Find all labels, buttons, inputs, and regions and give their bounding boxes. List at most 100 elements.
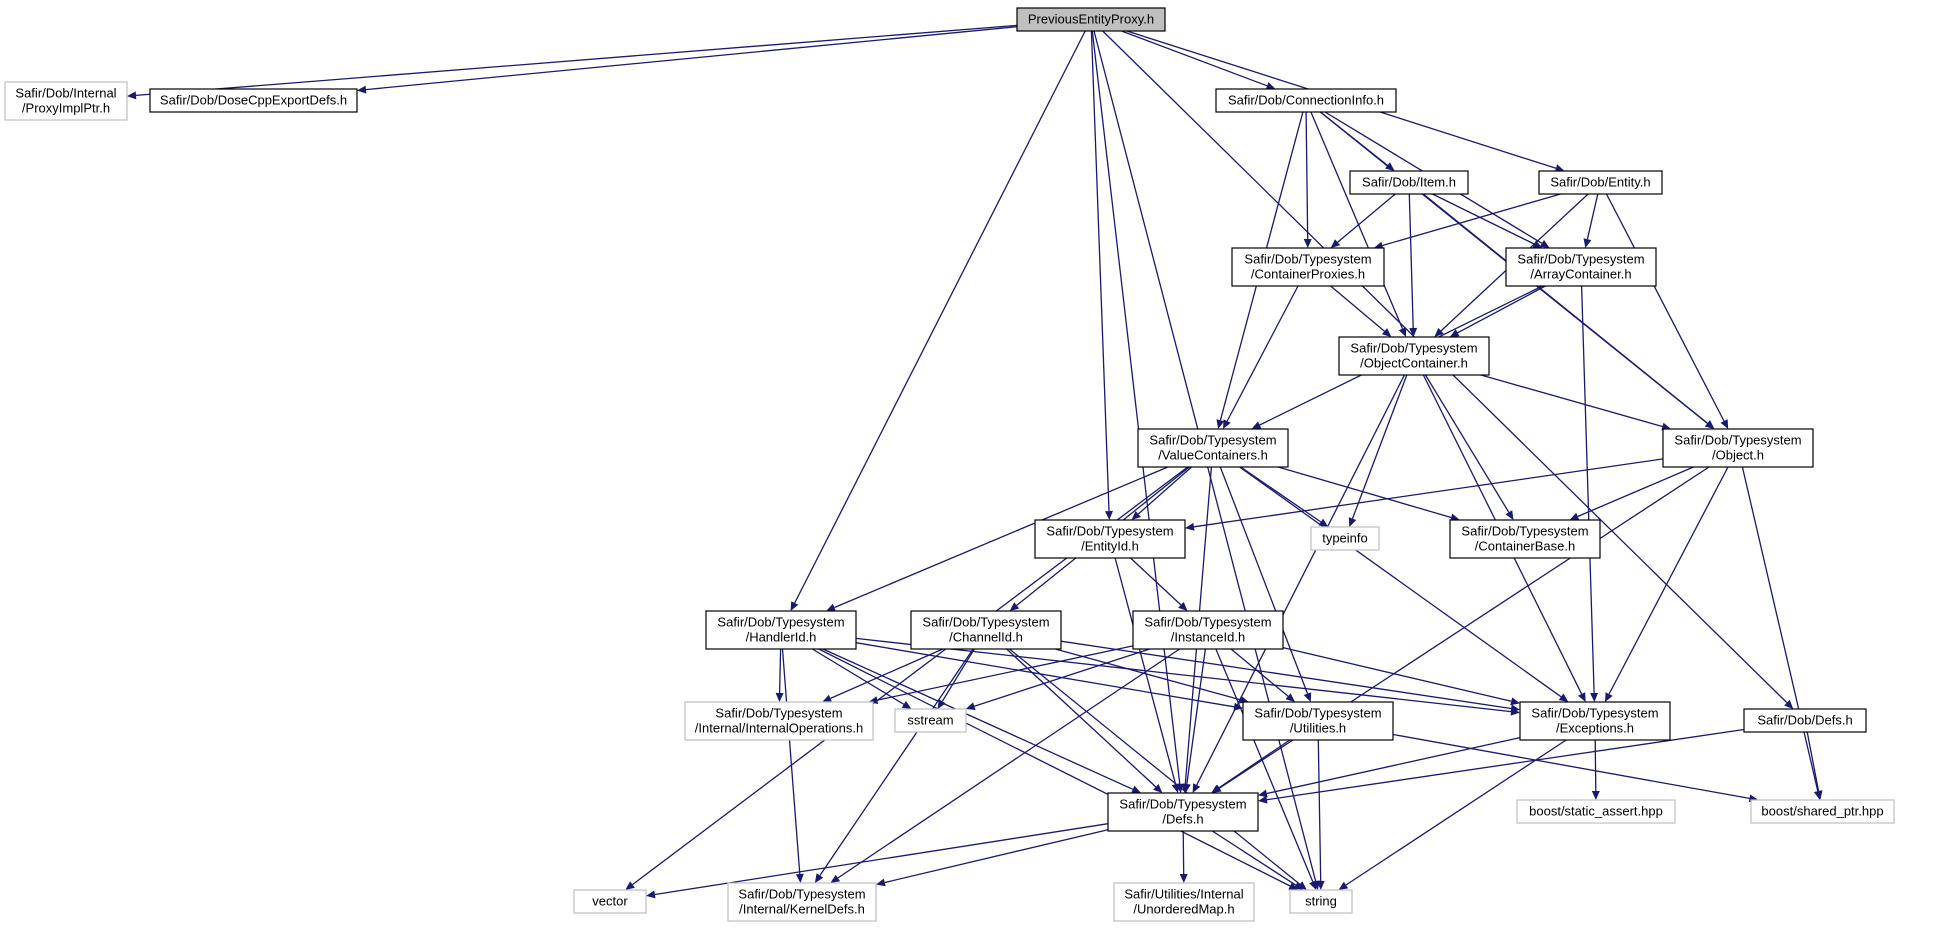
- node-box-item: [1349, 170, 1469, 195]
- node-box-vector: [573, 889, 647, 914]
- node-conninfo[interactable]: Safir/Dob/ConnectionInfo.h: [1215, 88, 1397, 113]
- node-label-dobdefs-0: Safir/Dob/Defs.h: [1757, 713, 1852, 728]
- node-label-instanceid-0: Safir/Dob/Typesystem: [1144, 615, 1271, 630]
- arrowhead-item-to-arraycont: [1532, 240, 1543, 248]
- arrowhead-contproxies-to-valcont: [1223, 419, 1231, 429]
- node-label-exceptions-0: Safir/Dob/Typesystem: [1531, 706, 1658, 721]
- edge-tsdefs-to-unorderedmap: [1182, 830, 1185, 875]
- node-label-sharedptr-0: boost/shared_ptr.hpp: [1761, 804, 1883, 819]
- node-intops: Safir/Dob/Typesystem/Internal/InternalOp…: [684, 701, 874, 741]
- node-contproxies[interactable]: Safir/Dob/Typesystem/ContainerProxies.h: [1231, 247, 1385, 287]
- edge-entityid-to-instanceid: [1130, 557, 1182, 606]
- node-box-channelid: [910, 610, 1062, 650]
- arrowhead-dobdefs-to-tsdefs: [1258, 795, 1268, 804]
- arrowhead-entity-to-arraycont: [1583, 238, 1592, 248]
- arrowhead-arraycont-to-valcont: [1251, 421, 1262, 429]
- arrowhead-valcont-to-typeinfo: [1318, 518, 1329, 527]
- edge-dobdefs-to-tsdefs: [1266, 728, 1745, 801]
- node-dobdefs[interactable]: Safir/Dob/Defs.h: [1743, 708, 1867, 733]
- edge-handlerid-to-intops: [778, 648, 782, 694]
- node-box-contproxies: [1231, 247, 1385, 287]
- arrowhead-tsdefs-to-vector: [646, 890, 656, 899]
- arrowhead-valcont-to-handlerid: [826, 603, 836, 612]
- node-label-instanceid-1: /InstanceId.h: [1171, 630, 1245, 645]
- node-entityid[interactable]: Safir/Dob/Typesystem/EntityId.h: [1034, 519, 1186, 559]
- node-dosecpp[interactable]: Safir/Dob/DoseCppExportDefs.h: [149, 88, 358, 113]
- edge-object-to-sharedptr: [1741, 466, 1819, 792]
- edge-conninfo-to-contproxies: [1305, 111, 1309, 240]
- node-item[interactable]: Safir/Dob/Item.h: [1349, 170, 1469, 195]
- arrowhead-instanceid-to-utilities: [1285, 693, 1295, 702]
- arrowhead-conninfo-to-valcont: [1216, 419, 1225, 429]
- arrowhead-channelid-to-intops: [822, 694, 833, 702]
- arrowhead-conninfo-to-objcont: [1398, 327, 1407, 337]
- arrowhead-object-to-exceptions: [1605, 692, 1613, 702]
- node-label-objcont-1: /ObjectContainer.h: [1360, 356, 1468, 371]
- edge-root-to-entityid: [1090, 30, 1110, 512]
- arrowhead-root-to-dosecpp: [357, 85, 367, 94]
- node-utilities[interactable]: Safir/Dob/Typesystem/Utilities.h: [1242, 701, 1394, 741]
- node-entity[interactable]: Safir/Dob/Entity.h: [1538, 170, 1663, 195]
- edges-layer: [127, 24, 1823, 899]
- node-label-proxyimpl-0: Safir/Dob/Internal: [15, 86, 116, 101]
- edge-exceptions-to-string: [1345, 739, 1567, 886]
- edge-handlerid-to-tsdefs: [822, 648, 1134, 790]
- arrowhead-root-to-conninfo: [1265, 82, 1276, 90]
- node-root[interactable]: PreviousEntityProxy.h: [1016, 7, 1166, 32]
- node-label-exceptions-1: /Exceptions.h: [1556, 721, 1634, 736]
- node-label-handlerid-1: /HandlerId.h: [746, 630, 817, 645]
- node-label-contproxies-1: /ContainerProxies.h: [1251, 267, 1365, 282]
- node-handlerid[interactable]: Safir/Dob/Typesystem/HandlerId.h: [705, 610, 857, 650]
- arrowhead-valcont-to-channelid: [1009, 602, 1020, 611]
- node-channelid[interactable]: Safir/Dob/Typesystem/ChannelId.h: [910, 610, 1062, 650]
- node-contbase[interactable]: Safir/Dob/Typesystem/ContainerBase.h: [1449, 519, 1601, 559]
- edge-instanceid-to-tsdefs: [1186, 648, 1207, 785]
- node-label-string-0: string: [1305, 894, 1337, 909]
- node-tsdefs[interactable]: Safir/Dob/Typesystem/Defs.h: [1107, 792, 1259, 832]
- node-label-intops-0: Safir/Dob/Typesystem: [715, 706, 842, 721]
- node-arraycont[interactable]: Safir/Dob/Typesystem/ArrayContainer.h: [1505, 247, 1657, 287]
- node-box-root: [1016, 7, 1166, 32]
- edge-valcont-to-typeinfo: [1240, 466, 1322, 523]
- edge-exceptions-to-staticassert: [1594, 739, 1597, 792]
- node-label-unorderedmap-0: Safir/Utilities/Internal: [1124, 887, 1243, 902]
- node-exceptions[interactable]: Safir/Dob/Typesystem/Exceptions.h: [1519, 701, 1671, 741]
- node-label-arraycont-1: /ArrayContainer.h: [1530, 267, 1631, 282]
- node-valcont[interactable]: Safir/Dob/Typesystem/ValueContainers.h: [1137, 428, 1289, 468]
- edge-objcont-to-contbase: [1424, 374, 1510, 513]
- node-sstream: sstream: [894, 708, 967, 733]
- node-typeinfo: typeinfo: [1310, 526, 1380, 551]
- edge-contproxies-to-valcont: [1226, 285, 1299, 422]
- node-label-valcont-1: /ValueContainers.h: [1158, 448, 1268, 463]
- node-label-vector-0: vector: [592, 894, 628, 909]
- node-object[interactable]: Safir/Dob/Typesystem/Object.h: [1662, 428, 1814, 468]
- node-label-entityid-1: /EntityId.h: [1081, 539, 1139, 554]
- arrowhead-exceptions-to-tsdefs: [1258, 789, 1268, 798]
- arrowhead-handlerid-to-tsdefs: [1131, 785, 1141, 793]
- arrowhead-object-to-contbase: [1569, 512, 1580, 521]
- arrowhead-dobdefs-to-sharedptr: [1814, 790, 1823, 800]
- arrowhead-objcont-to-tsdefs: [1192, 783, 1201, 793]
- arrowhead-item-to-object: [1704, 420, 1715, 429]
- edge-object-to-entityid: [1193, 458, 1664, 528]
- edge-item-to-objcont: [1408, 193, 1414, 329]
- node-box-objcont: [1338, 336, 1490, 376]
- arrowhead-exceptions-to-staticassert: [1591, 791, 1600, 800]
- edge-channelid-to-kerneldefs: [819, 648, 974, 876]
- edge-entity-to-object: [1605, 193, 1725, 422]
- node-instanceid[interactable]: Safir/Dob/Typesystem/InstanceId.h: [1132, 610, 1284, 650]
- arrowhead-tsdefs-to-kerneldefs: [876, 878, 886, 887]
- arrowhead-utilities-to-string: [1316, 880, 1325, 890]
- node-box-kerneldefs: [727, 882, 877, 922]
- edge-item-to-object: [1422, 193, 1708, 424]
- node-label-kerneldefs-0: Safir/Dob/Typesystem: [738, 887, 865, 902]
- edge-arraycont-to-objcont: [1457, 285, 1546, 334]
- arrowhead-item-to-objcont: [1409, 327, 1418, 337]
- node-label-utilities-1: /Utilities.h: [1290, 721, 1346, 736]
- node-box-sharedptr: [1750, 799, 1895, 824]
- node-label-intops-1: /Internal/InternalOperations.h: [695, 721, 863, 736]
- node-objcont[interactable]: Safir/Dob/Typesystem/ObjectContainer.h: [1338, 336, 1490, 376]
- edge-channelid-to-sstream: [941, 648, 975, 702]
- node-label-arraycont-0: Safir/Dob/Typesystem: [1517, 252, 1644, 267]
